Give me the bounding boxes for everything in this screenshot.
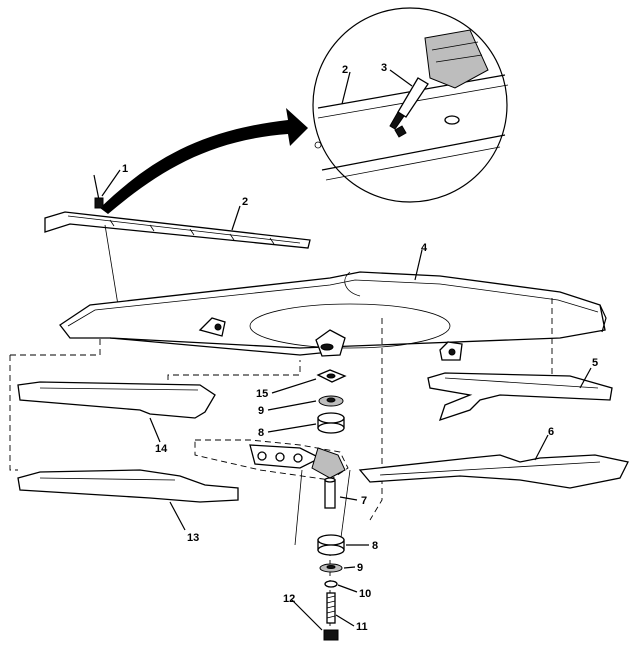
- rail-part-2: [44, 211, 311, 306]
- panel-part-6: [358, 454, 629, 489]
- hardware-stack: [316, 369, 347, 641]
- handle-bracket: [194, 439, 351, 546]
- leader-lines: [101, 69, 592, 631]
- callout-14: 14: [155, 443, 168, 455]
- detail-view-circle: [312, 7, 509, 203]
- callout-15: 15: [256, 388, 268, 400]
- fastener-part-1: [93, 174, 104, 209]
- callout-3: 3: [381, 62, 387, 74]
- callout-10: 10: [359, 588, 371, 600]
- detail-reference-arrow: [100, 108, 308, 214]
- callout-13: 13: [187, 532, 199, 544]
- callout-labels: 1 2 2 3 4 5 6 7 8 8 9 9 10 11 12 13 14 1…: [122, 62, 598, 633]
- callout-6: 6: [548, 426, 554, 438]
- callout-11: 11: [356, 621, 368, 633]
- panel-part-13: [17, 469, 239, 503]
- callout-4: 4: [421, 242, 428, 254]
- panel-part-14: [17, 381, 216, 419]
- callout-8b: 8: [372, 540, 378, 552]
- tray-part-4: [59, 271, 607, 361]
- callout-8a: 8: [258, 427, 264, 439]
- callout-1: 1: [122, 163, 128, 175]
- callout-9b: 9: [357, 562, 363, 574]
- callout-2a: 2: [242, 196, 248, 208]
- callout-7: 7: [361, 495, 367, 507]
- callout-2b: 2: [342, 64, 348, 76]
- callout-9a: 9: [258, 405, 264, 417]
- callout-12: 12: [283, 593, 295, 605]
- callout-5: 5: [592, 357, 598, 369]
- panel-part-5: [427, 372, 613, 422]
